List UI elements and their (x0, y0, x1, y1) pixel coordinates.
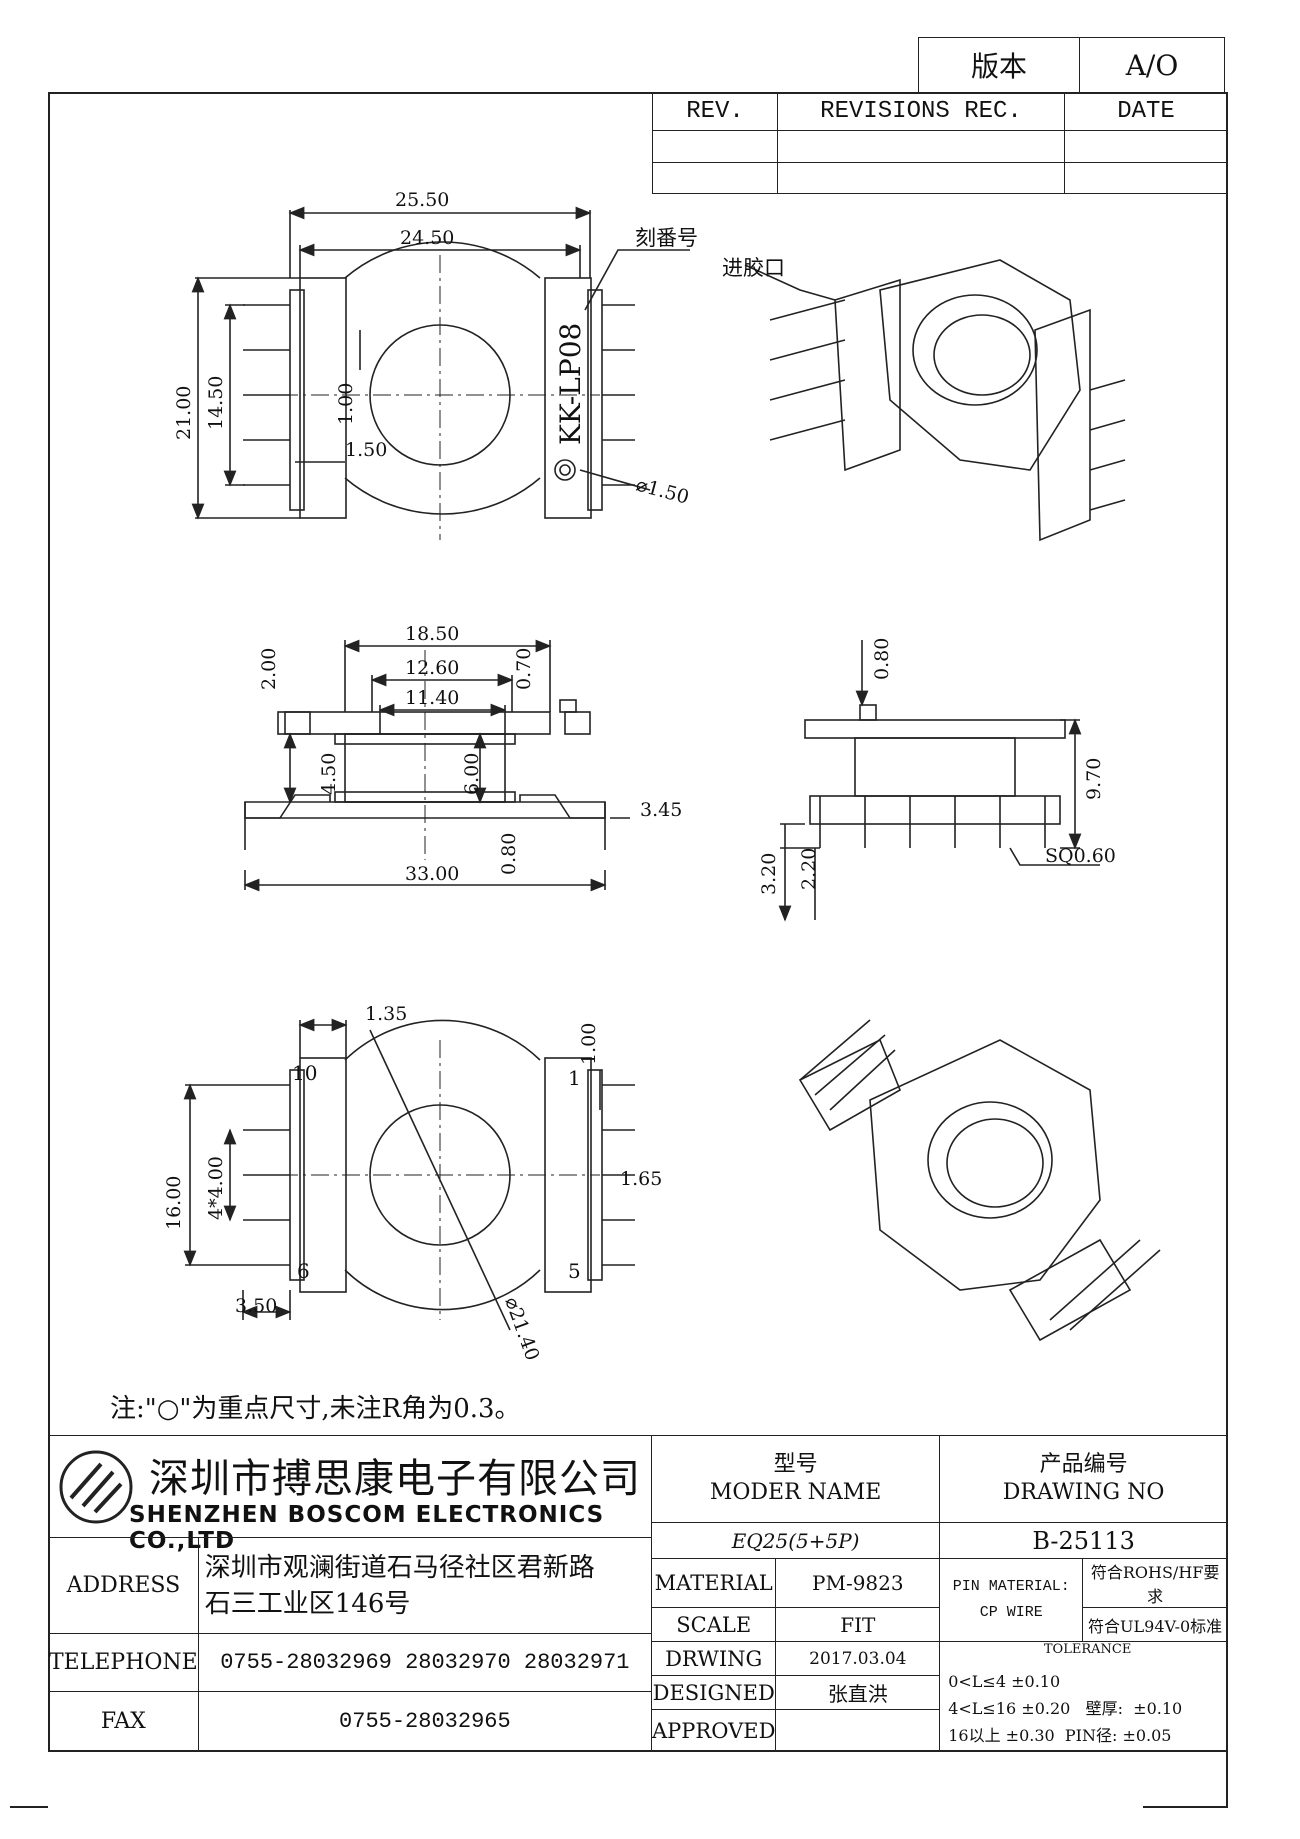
dim-pin-len: 1.65 (620, 1168, 662, 1190)
corner-mark-br-v (1226, 1740, 1228, 1808)
dim-hole: ⌀1.50 (634, 474, 692, 509)
dim-pin-h: 2.20 (798, 848, 820, 890)
dim-p: ⌀21.40 (500, 1294, 543, 1363)
drawing-number: B-25113 (939, 1522, 1228, 1559)
dim-j: 33.00 (405, 863, 459, 885)
dim-d: 21.00 (173, 386, 195, 440)
bottom-view-right-pins (602, 1084, 635, 1266)
top-view-right-pins (602, 304, 635, 486)
dim-m: SQ0.60 (1045, 845, 1116, 867)
dim-pitch: 1.00 (335, 383, 357, 425)
dim-k: 9.70 (1083, 758, 1105, 800)
drwing-value: 2017.03.04 (775, 1641, 941, 1676)
model-table: 型号 MODER NAME 产品编号 DRAWING NO EQ25(5+5P)… (650, 1435, 1228, 1752)
dim-l: 3.20 (758, 853, 780, 895)
dim-o: 16.00 (163, 1176, 185, 1230)
pin-dia-value: ±0.05 (1122, 1726, 1172, 1745)
engraved-text: KK-LP08 (554, 323, 587, 445)
model-label-en: MODER NAME (709, 1480, 882, 1505)
drawing-note: 注:"○"为重点尺寸,未注R角为0.3。 (110, 1394, 521, 1424)
dim-b: 24.50 (400, 227, 454, 249)
company-name-cn: 深圳市搏思康电子有限公司 (149, 1456, 641, 1502)
pin-material-value: CP WIRE (979, 1604, 1043, 1621)
revisions-header: REVISIONS REC. (777, 92, 1065, 131)
telephone-label: TELEPHONE (48, 1633, 199, 1692)
dim-n: 4*4.00 (205, 1156, 227, 1220)
dim-top-h: 2.00 (258, 648, 280, 690)
pin-number-10: 10 (292, 1061, 317, 1085)
drawing-label-cn: 产品编号 (1039, 1452, 1128, 1477)
tolerance-label: TOLERANCE (1043, 1642, 1132, 1657)
dim-a: 25.50 (395, 189, 449, 211)
pin-number-6: 6 (297, 1259, 310, 1283)
ul-compliance: 符合UL94V-0标准 (1082, 1607, 1228, 1642)
approved-label: APPROVED (650, 1709, 777, 1752)
fax-label: FAX (48, 1691, 199, 1752)
model-value: EQ25(5+5P) (650, 1522, 941, 1559)
rohs-compliance: 符合ROHS/HF要求 (1082, 1558, 1228, 1608)
rev-header: REV. (652, 92, 778, 131)
dim-e: 11.40 (405, 687, 459, 709)
wall-label: 壁厚: (1085, 1699, 1123, 1718)
dim-pin-off: 1.00 (578, 1023, 600, 1065)
scale-value: FIT (775, 1607, 941, 1642)
label-gate: 进胶口 (722, 256, 785, 280)
company-contact: ADDRESS 深圳市观澜街道石马径社区君新路 石三工业区146号 TELEPH… (48, 1537, 653, 1752)
address-line-2: 石三工业区146号 (204, 1588, 411, 1619)
date-header: DATE (1064, 92, 1228, 131)
bottom-view (183, 1018, 635, 1331)
wall-value: ±0.10 (1133, 1699, 1183, 1718)
dim-flange-w: 1.35 (365, 1003, 407, 1025)
drwing-label: DRWING (650, 1641, 777, 1676)
corner-mark-br-h (1143, 1806, 1228, 1808)
fax-value: 0755-28032965 (197, 1691, 653, 1752)
designed-value: 张直洪 (775, 1675, 941, 1710)
iso-view-bottom (798, 1019, 1161, 1342)
revision-table: REV. REVISIONS REC. DATE (652, 92, 1228, 194)
dim-h: 4.50 (318, 753, 340, 795)
title-block: 深圳市搏思康电子有限公司 SHENZHEN BOSCOM ELECTRONICS… (48, 1435, 1228, 1752)
pin-number-5: 5 (568, 1259, 581, 1283)
drawing-label-en: DRAWING NO (1002, 1480, 1165, 1505)
approved-value (775, 1709, 941, 1752)
version-label: 版本 (918, 37, 1080, 93)
company-name-en: SHENZHEN BOSCOM ELECTRONICS CO.,LTD (129, 1502, 605, 1554)
pin-number-1: 1 (568, 1066, 581, 1090)
version-block: 版本 A/O (918, 37, 1225, 93)
technical-drawing: 25.50 24.50 刻番号 进胶口 21.00 14.50 1.00 1.5… (163, 189, 1161, 1364)
tolerance-row-2: 4<L≤16 ±0.20 (948, 1699, 1071, 1718)
version-value: A/O (1079, 37, 1225, 93)
top-view (191, 206, 836, 540)
address-label: ADDRESS (48, 1537, 199, 1634)
company-header: 深圳市搏思康电子有限公司 SHENZHEN BOSCOM ELECTRONICS… (48, 1435, 652, 1554)
tolerance-row-1: 0<L≤4 ±0.10 (948, 1672, 1061, 1691)
side-view (778, 640, 1100, 922)
dim-f: 12.60 (405, 657, 459, 679)
pin-material-label: PIN MATERIAL: (952, 1578, 1070, 1595)
dim-gap: 1.50 (345, 439, 387, 461)
corner-mark-bl (10, 1806, 48, 1808)
dim-side-top: 0.80 (871, 638, 893, 680)
material-label: MATERIAL (650, 1558, 777, 1608)
material-value: PM-9823 (775, 1558, 941, 1608)
scale-label: SCALE (650, 1607, 777, 1642)
dim-g: 18.50 (405, 623, 459, 645)
telephone-value: 0755-28032969 28032970 28032971 (197, 1633, 653, 1692)
top-view-left-pins (243, 304, 290, 486)
iso-view-top (769, 259, 1126, 542)
pin-dia-label: PIN径: (1064, 1726, 1118, 1745)
dim-pin-side: 3.50 (235, 1295, 277, 1317)
front-view (243, 639, 630, 892)
dim-pin-bend: 3.45 (640, 799, 682, 821)
dim-flange: 0.70 (513, 648, 535, 690)
address-line-1: 深圳市观澜街道石马径社区君新路 (204, 1552, 595, 1583)
designed-label: DESIGNED (650, 1675, 777, 1710)
dim-base-t: 0.80 (498, 833, 520, 875)
dim-i: 6.00 (461, 753, 483, 795)
label-engraving: 刻番号 (635, 226, 698, 250)
model-label-cn: 型号 (773, 1452, 818, 1477)
company-logo (59, 1450, 133, 1524)
dim-c: 14.50 (205, 376, 227, 430)
tolerance-row-3: 16以上 ±0.30 (948, 1726, 1055, 1745)
